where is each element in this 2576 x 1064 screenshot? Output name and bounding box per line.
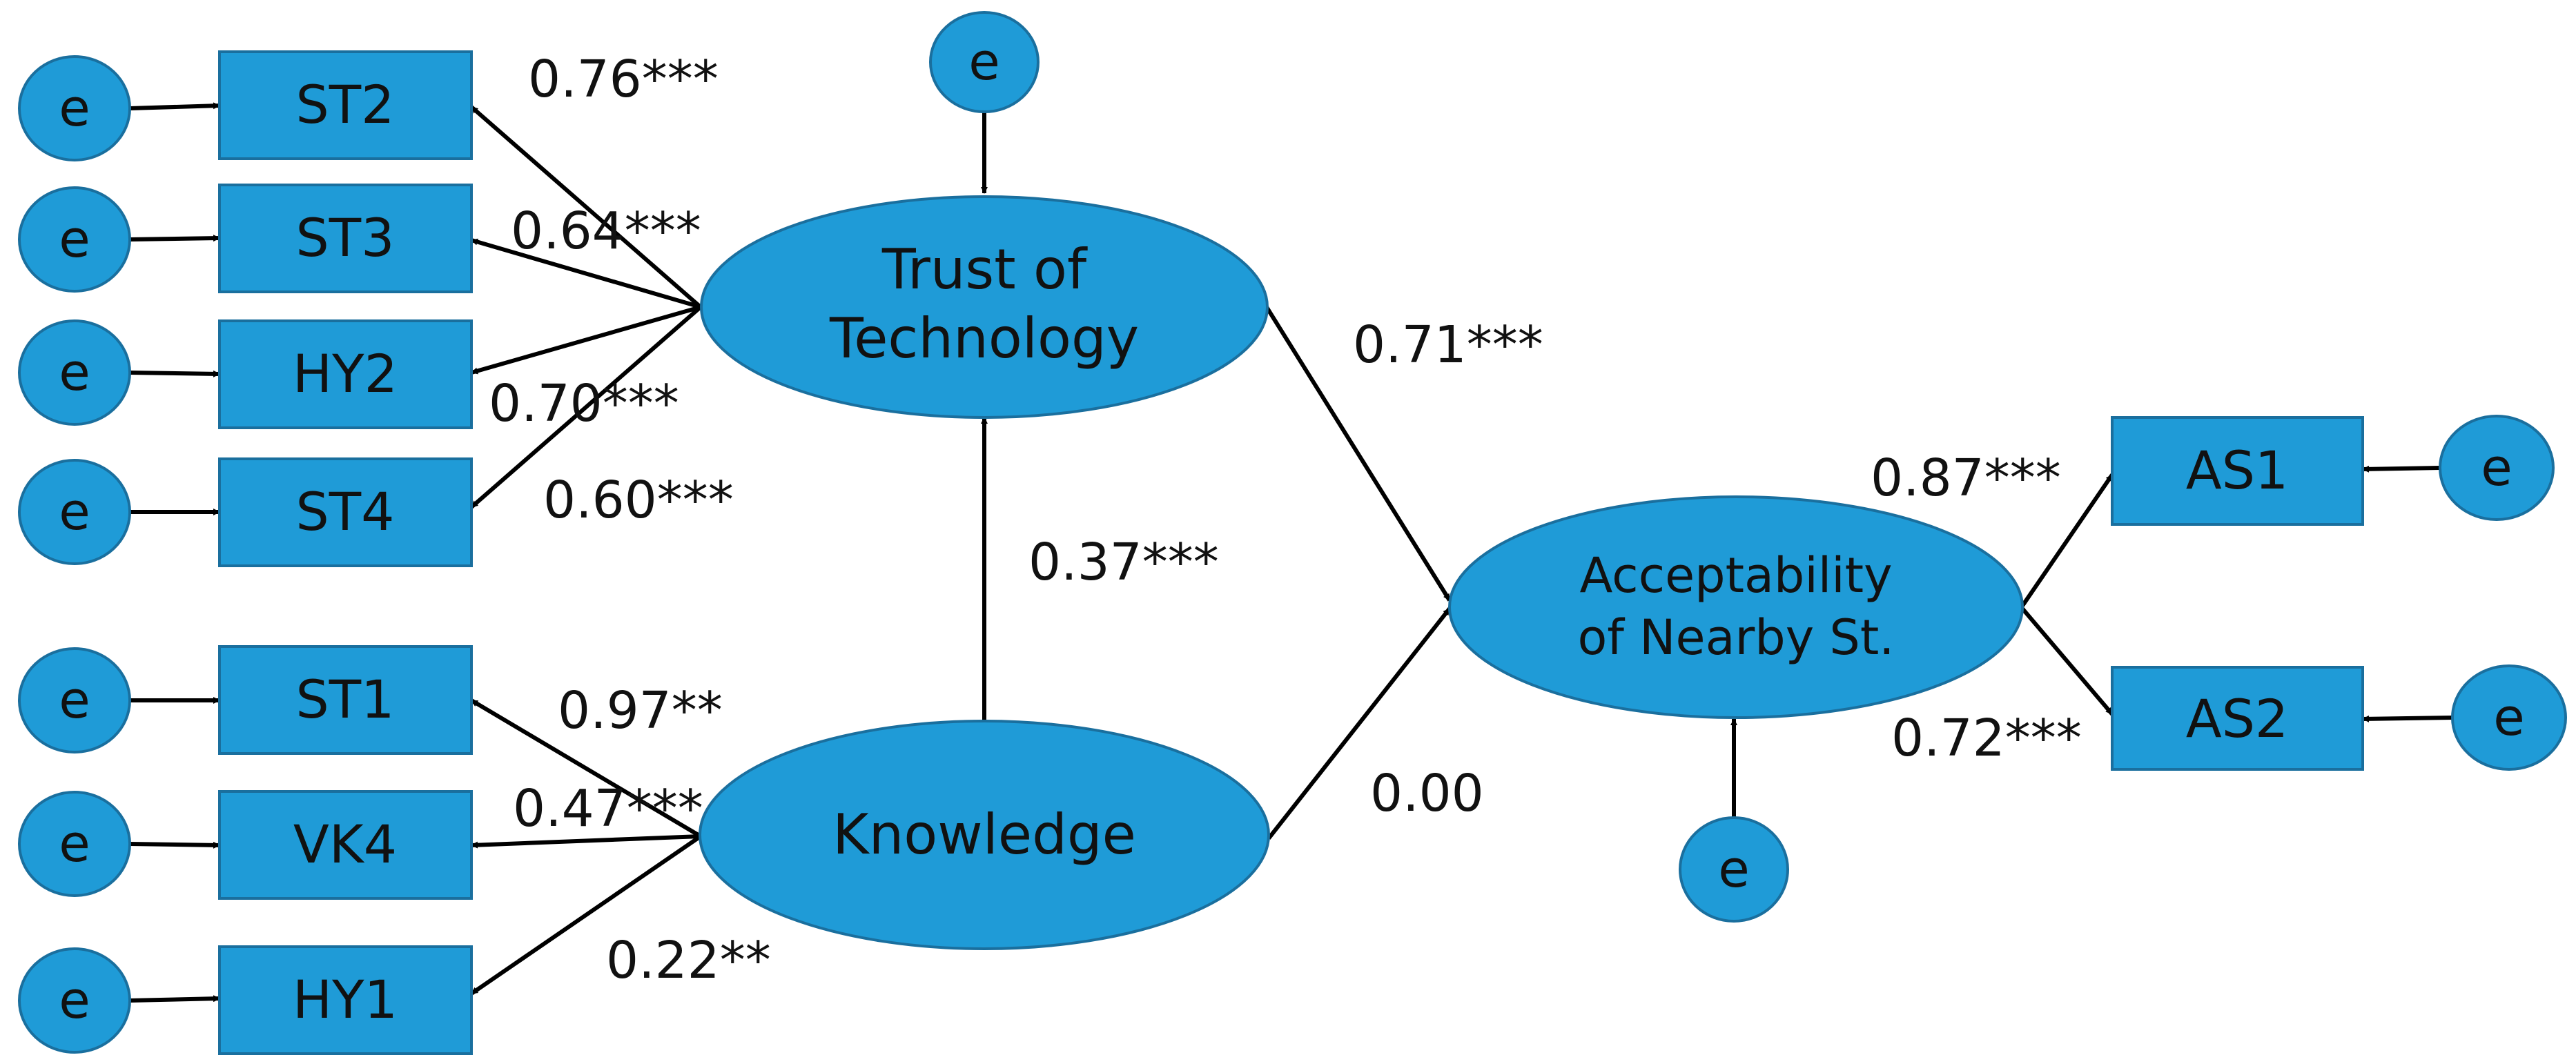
error-label: e	[59, 971, 90, 1030]
coef-knowledge-acceptability: 0.00	[1370, 764, 1484, 823]
arrow-error-as1	[2362, 465, 2441, 473]
coef-knowledge-vk4: 0.47***	[513, 779, 703, 838]
coef-knowledge-trust: 0.37***	[1028, 533, 1219, 592]
arrow-trust-st4	[470, 305, 702, 509]
error-label: e	[2481, 438, 2512, 497]
indicator-label: AS1	[2186, 440, 2289, 501]
error-label: e	[2493, 688, 2525, 747]
edges	[129, 102, 2453, 1003]
indicator-label: HY1	[293, 969, 398, 1030]
arrow-trust-hy2	[471, 305, 701, 375]
error-label: e	[59, 79, 90, 138]
latent-label-line1: Trust of	[881, 237, 1088, 302]
coef-knowledge-hy1: 0.22**	[606, 931, 771, 990]
error-node-hy2: e	[18, 319, 131, 426]
error-node-as2: e	[2451, 664, 2567, 771]
arrow-knowledge-vk4	[471, 834, 701, 849]
latent-label: Knowledge	[832, 802, 1136, 867]
coef-acceptability-as2: 0.72***	[1891, 709, 2082, 768]
latent-label-line2: Technology	[829, 306, 1139, 371]
arrow-acceptability-as2	[2020, 607, 2114, 716]
indicator-label: HY2	[293, 343, 398, 404]
error-node-acceptability: e	[1679, 816, 1789, 923]
arrow-error-st3	[129, 235, 220, 242]
error-label: e	[59, 814, 90, 874]
coef-knowledge-st1: 0.97**	[558, 681, 723, 740]
indicator-st2: ST2	[218, 50, 473, 160]
indicator-vk4: VK4	[218, 790, 473, 900]
indicator-label: VK4	[293, 814, 397, 875]
latent-trust-of-technology: Trust of Technology	[700, 195, 1269, 419]
arrow-error-vk4	[129, 841, 220, 849]
indicator-label: ST1	[295, 669, 394, 730]
error-label: e	[59, 482, 90, 542]
arrow-error-hy1	[129, 995, 220, 1003]
arrow-trust-st3	[471, 238, 701, 309]
coef-trust-hy2: 0.70***	[489, 374, 679, 433]
latent-acceptability: Acceptability of Nearby St.	[1448, 495, 2024, 719]
arrow-knowledge-hy1	[470, 834, 702, 996]
indicator-st3: ST3	[218, 184, 473, 293]
indicator-st4: ST4	[218, 457, 473, 567]
arrow-knowledge-st1	[470, 698, 702, 838]
latent-label-line2: of Nearby St.	[1577, 609, 1894, 666]
indicator-label: ST4	[295, 481, 394, 542]
error-node-hy1: e	[18, 947, 131, 1054]
error-label: e	[59, 210, 90, 269]
error-label: e	[59, 671, 90, 730]
arrow-trust-acceptability	[1265, 306, 1452, 602]
coefficients: 0.76*** 0.64*** 0.70*** 0.60*** 0.97** 0…	[489, 50, 2082, 990]
error-node-st1: e	[18, 647, 131, 753]
coef-trust-st4: 0.60***	[543, 471, 734, 530]
error-node-st3: e	[18, 186, 131, 293]
error-node-st4: e	[18, 459, 131, 565]
error-node-as1: e	[2439, 415, 2555, 521]
indicator-as2: AS2	[2111, 666, 2364, 771]
latent-knowledge: Knowledge	[699, 720, 1270, 950]
coef-trust-acceptability: 0.71***	[1353, 315, 1543, 375]
indicator-hy1: HY1	[218, 945, 473, 1055]
indicator-as1: AS1	[2111, 416, 2364, 526]
latent-label-line1: Acceptability	[1579, 547, 1892, 604]
error-node-vk4: e	[18, 791, 131, 897]
indicator-label: ST3	[295, 207, 394, 268]
error-node-st2: e	[18, 55, 131, 161]
arrow-error-as2	[2362, 715, 2453, 722]
arrow-error-hy2	[129, 370, 220, 377]
error-label: e	[59, 343, 90, 402]
coef-trust-st3: 0.64***	[511, 201, 701, 261]
error-node-trust: e	[929, 11, 1040, 113]
coef-trust-st2: 0.76***	[528, 50, 719, 109]
error-label: e	[968, 32, 1000, 92]
error-label: e	[1718, 840, 1750, 899]
indicator-label: ST2	[295, 74, 394, 135]
arrow-error-st2	[129, 102, 220, 110]
indicator-st1: ST1	[218, 645, 473, 755]
arrow-trust-st2	[470, 105, 702, 309]
indicator-hy2: HY2	[218, 319, 473, 429]
arrow-knowledge-acceptability	[1267, 607, 1452, 840]
arrow-acceptability-as1	[2020, 473, 2114, 607]
coef-acceptability-as1: 0.87***	[1871, 449, 2061, 508]
indicator-label: AS2	[2186, 688, 2289, 749]
